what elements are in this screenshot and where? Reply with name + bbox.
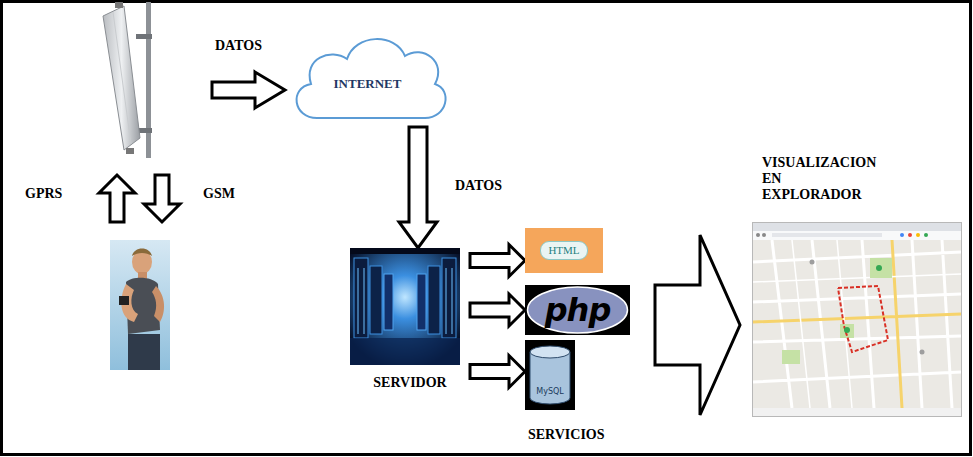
- block-arrow: [470, 356, 525, 388]
- graphic-part: [417, 274, 426, 330]
- graphic-part: [810, 260, 815, 265]
- edge-label: DATOS: [455, 178, 502, 194]
- node-text: php: [545, 294, 611, 326]
- graphic-part: [528, 287, 628, 333]
- graphic-part: [297, 39, 446, 118]
- graphic-part: [358, 268, 359, 334]
- antenna-illustration: [103, 2, 152, 158]
- graphic-part: [452, 268, 453, 334]
- graphic-part: [428, 266, 440, 334]
- graphic-part: [113, 12, 131, 144]
- node-text: VISUALIZACION EN EXPLORADOR: [752, 155, 876, 203]
- graphic-part: [753, 223, 961, 231]
- graphic-part: [110, 240, 170, 370]
- block-arrow: [470, 294, 525, 326]
- graphic-part: [132, 249, 152, 257]
- graphic-part: [525, 228, 603, 273]
- browser-map-screenshot: [752, 222, 962, 417]
- graphic-part: [350, 248, 460, 254]
- graphic-part: [908, 233, 912, 237]
- graphic-part: [844, 327, 850, 333]
- annotation-label: GSM: [203, 186, 235, 202]
- graphic-part: [364, 268, 365, 334]
- graphic-part: [136, 34, 152, 39]
- graphic-part: [350, 338, 460, 365]
- downlink-arrow: [144, 175, 180, 222]
- php-service-logo: php: [525, 285, 630, 335]
- graphic-part: [753, 240, 961, 408]
- graphic-part: [146, 2, 151, 158]
- graphic-part: [128, 334, 160, 370]
- graphic-part: [446, 268, 447, 334]
- graphic-part: [756, 233, 760, 237]
- graphic-part: [753, 240, 961, 408]
- annotation-label: GPRS: [25, 186, 62, 202]
- graphic-part: [753, 231, 961, 240]
- mysql-database: MySQL: [525, 340, 575, 410]
- annotation-label: DATOS: [215, 38, 262, 54]
- data-arrow: [212, 72, 285, 108]
- runner-photo: [110, 240, 170, 370]
- graphic-part: [753, 240, 961, 408]
- graphic-part: [442, 258, 456, 338]
- block-arrow: [470, 245, 525, 277]
- graphic-part: [876, 265, 882, 271]
- graphic-part: [119, 296, 129, 305]
- graphic-part: [126, 148, 134, 154]
- graphic-part: [525, 340, 575, 410]
- block-arrow: [399, 127, 437, 248]
- graphic-part: [103, 6, 140, 150]
- graphic-part: [840, 324, 854, 338]
- graphic-part: [152, 286, 164, 322]
- internet-cloud: INTERNET: [285, 22, 450, 127]
- annotation-label: SERVICIOS: [528, 427, 605, 443]
- graphic-part: [354, 258, 368, 338]
- graphic-part: [753, 408, 961, 416]
- graphic-part: [762, 233, 766, 237]
- browser-view: VISUALIZACION EN EXPLORADOR: [752, 155, 962, 417]
- graphic-part: [900, 233, 904, 237]
- database-cylinder: [525, 340, 575, 410]
- graphic-part: [870, 258, 892, 278]
- graphic-part: [838, 286, 888, 352]
- cloud-shape: [285, 22, 450, 127]
- graphic-part: [916, 233, 920, 237]
- node-text: HTML: [540, 241, 587, 259]
- node-text: SERVIDOR: [350, 375, 470, 390]
- graphic-part: [350, 248, 460, 365]
- graphic-part: [920, 350, 925, 355]
- graphic-part: [115, 2, 123, 8]
- graphic-part: [525, 285, 630, 335]
- graphic-part: [924, 233, 928, 237]
- html-service-box: HTML: [525, 228, 603, 273]
- uplink-arrow: [99, 175, 135, 222]
- graphic-part: [530, 346, 570, 358]
- node-text: INTERNET: [334, 77, 402, 91]
- graphic-part: [753, 240, 961, 408]
- server-illustration: [350, 248, 460, 365]
- output-arrow: [655, 235, 740, 415]
- server-node: SERVIDOR: [350, 248, 470, 403]
- node-text: MySQL: [536, 388, 563, 396]
- graphic-part: [772, 233, 882, 237]
- graphic-part: [530, 352, 570, 404]
- graphic-part: [782, 350, 800, 364]
- graphic-part: [370, 266, 382, 334]
- graphic-part: [753, 223, 962, 417]
- graphic-part: [384, 274, 393, 330]
